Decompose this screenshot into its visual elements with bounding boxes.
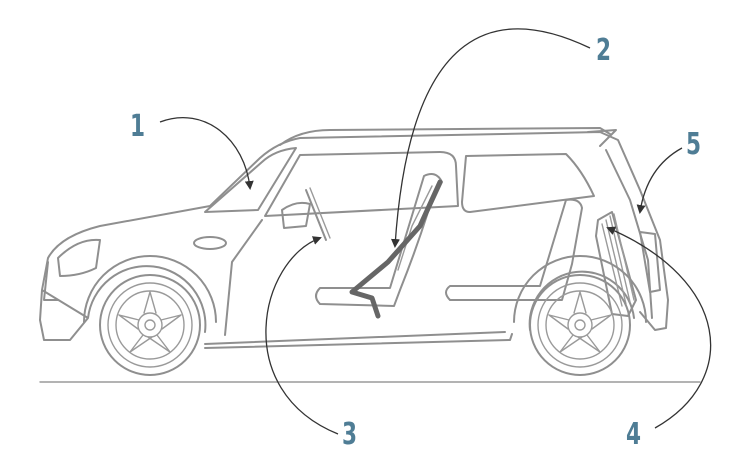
windshield	[205, 148, 296, 212]
callout-label-2: 2	[596, 36, 611, 66]
rear-airbag-module	[596, 212, 636, 316]
rear-seat	[446, 200, 582, 300]
front-seat	[316, 174, 442, 306]
rear-window	[462, 154, 594, 212]
callout-label-1: 1	[130, 112, 145, 142]
front-wheel	[100, 275, 200, 375]
callout-arrow-1	[160, 118, 250, 188]
seat-belt	[352, 182, 440, 316]
side-sill	[205, 334, 512, 348]
rear-hatch	[606, 150, 652, 318]
callout-arrow-3	[266, 238, 338, 434]
callout-label-5: 5	[686, 130, 701, 160]
a-pillar	[225, 220, 262, 335]
rear-wheel	[530, 275, 630, 375]
headlight	[58, 240, 100, 276]
side-indicator	[194, 237, 226, 249]
callout-label-4: 4	[626, 420, 641, 450]
callout-arrow-5	[640, 148, 682, 212]
callout-label-3: 3	[342, 420, 357, 450]
callout-arrow-4	[608, 228, 711, 428]
